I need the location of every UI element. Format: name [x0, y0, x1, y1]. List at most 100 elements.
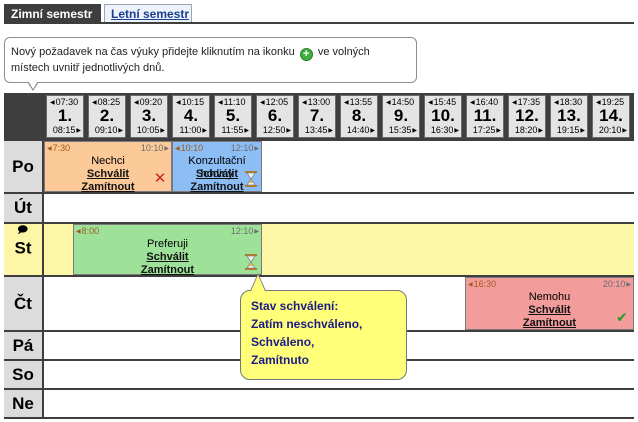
day-label-pa: Pá: [4, 332, 44, 359]
period-end-time: 09:10: [95, 125, 123, 136]
day-row-ut: Út: [4, 192, 634, 222]
day-label-po: Po: [4, 141, 44, 192]
period-header: 07:301.08:1508:252.09:1009:203.10:0510:1…: [44, 93, 634, 139]
period-header-2: 08:252.09:10: [88, 95, 126, 138]
approve-link[interactable]: Schválit: [86, 168, 130, 180]
tab-winter-semester[interactable]: Zimní semestr: [4, 4, 101, 23]
request-nemohu: 16:30 20:10 Nemohu Schválit Zamítnout ✔: [465, 277, 634, 330]
period-end-time: 10:05: [137, 125, 165, 136]
period-start-time: 16:40: [470, 97, 499, 108]
period-number: 8.: [351, 106, 367, 125]
period-header-4: 10:154.11:00: [172, 95, 210, 138]
approve-link[interactable]: Schválit: [195, 168, 239, 180]
period-end-time: 19:15: [557, 125, 585, 136]
period-start-time: 10:15: [176, 97, 205, 108]
period-start-time: 18:30: [554, 97, 583, 108]
period-start-time: 14:50: [386, 97, 415, 108]
hint-box: Nový požadavek na čas výuky přidejte kli…: [4, 37, 417, 83]
period-number: 11.: [473, 106, 497, 125]
period-end-time: 13:45: [305, 125, 333, 136]
event-start: 7:30: [47, 143, 71, 153]
period-start-time: 07:30: [50, 97, 79, 108]
hint-text-before: Nový požadavek na čas výuky přidejte kli…: [11, 46, 295, 58]
period-end-time: 17:25: [473, 125, 501, 136]
tab-underline: [4, 22, 634, 24]
period-end-time: 12:50: [263, 125, 291, 136]
period-end-time: 16:30: [431, 125, 459, 136]
day-label-ut: Út: [4, 194, 44, 222]
approved-check-icon: ✔: [616, 309, 628, 325]
reject-link[interactable]: Zamítnout: [522, 317, 577, 329]
tab-summer-semester[interactable]: Letní semestr: [104, 4, 192, 23]
rejected-x-icon: ✕: [153, 170, 167, 187]
period-end-time: 11:55: [222, 125, 249, 136]
pending-hourglass-icon: [245, 254, 257, 270]
period-header-5: 11:105.11:55: [214, 95, 252, 138]
pending-hourglass-icon: [245, 171, 257, 187]
grid-corner: [4, 93, 44, 139]
event-end: 20:10: [603, 279, 631, 289]
callout-line: Schváleno,: [251, 335, 315, 349]
day-body-po[interactable]: 7:30 10:10 Nechci Schválit Zamítnout ✕ 1…: [44, 141, 634, 193]
event-title: Preferuji: [147, 238, 188, 250]
event-title: Nemohu: [528, 291, 571, 303]
event-title: Nechci: [91, 155, 125, 167]
callout-line: Zatím neschváleno,: [251, 317, 363, 331]
request-konzultacni-hodiny: 10:10 12:10 Konzultační hodiny Schválit …: [172, 141, 262, 193]
period-number: 7.: [309, 106, 325, 125]
period-start-time: 11:10: [218, 97, 246, 108]
period-number: 12.: [515, 106, 539, 125]
period-number: 13.: [557, 106, 581, 125]
hint-text-after: ve volných místech uvnitř jednotlivých d…: [11, 46, 370, 74]
period-header-1: 07:301.08:15: [46, 95, 84, 138]
period-number: 5.: [225, 106, 241, 125]
event-end: 12:10: [231, 143, 259, 153]
day-row-st: 🗩St 8:00 12:10 Preferuji Schválit Zamítn…: [4, 222, 634, 276]
period-end-time: 18:20: [515, 125, 543, 136]
event-end: 12:10: [231, 226, 259, 236]
approve-link[interactable]: Schválit: [146, 251, 189, 263]
period-number: 14.: [599, 106, 623, 125]
period-number: 4.: [183, 106, 199, 125]
period-number: 2.: [99, 106, 115, 125]
callout-line: Stav schválení:: [251, 299, 339, 313]
event-title: Konzultační hodiny: [188, 155, 246, 180]
event-end: 10:10: [141, 143, 169, 153]
timetable-grid: 07:301.08:1508:252.09:1009:203.10:0510:1…: [4, 93, 634, 419]
reject-link[interactable]: Zamítnout: [81, 181, 135, 193]
request-nechci: 7:30 10:10 Nechci Schválit Zamítnout ✕: [44, 141, 172, 193]
period-header-7: 13:007.13:45: [298, 95, 336, 138]
period-start-time: 12:05: [260, 97, 289, 108]
period-number: 9.: [393, 106, 409, 125]
day-body-st[interactable]: 8:00 12:10 Preferuji Schválit Zamítnout: [44, 224, 634, 276]
period-end-time: 14:40: [347, 125, 375, 136]
request-preferuji: 8:00 12:10 Preferuji Schválit Zamítnout: [73, 224, 262, 276]
period-number: 1.: [57, 106, 73, 125]
period-start-time: 17:35: [512, 97, 541, 108]
speech-icon: 🗩: [16, 224, 29, 236]
day-body-ne[interactable]: [44, 390, 634, 417]
day-label-so: So: [4, 361, 44, 388]
period-start-time: 19:25: [596, 97, 625, 108]
day-row-ne: Ne: [4, 388, 634, 417]
callout-line: Zamítnuto: [251, 353, 309, 367]
reject-link[interactable]: Zamítnout: [190, 181, 244, 193]
approve-link[interactable]: Schválit: [528, 304, 571, 316]
day-label-ne: Ne: [4, 390, 44, 417]
period-start-time: 09:20: [134, 97, 163, 108]
reject-link[interactable]: Zamítnout: [140, 264, 195, 276]
day-body-ut[interactable]: [44, 194, 634, 222]
period-end-time: 20:10: [599, 125, 627, 136]
period-header-9: 14:509.15:35: [382, 95, 420, 138]
period-number: 10.: [431, 106, 455, 125]
period-number: 3.: [141, 106, 157, 125]
period-number: 6.: [267, 106, 283, 125]
period-start-time: 08:25: [92, 97, 121, 108]
event-start: 16:30: [468, 279, 497, 289]
day-label-st: 🗩St: [4, 224, 44, 275]
